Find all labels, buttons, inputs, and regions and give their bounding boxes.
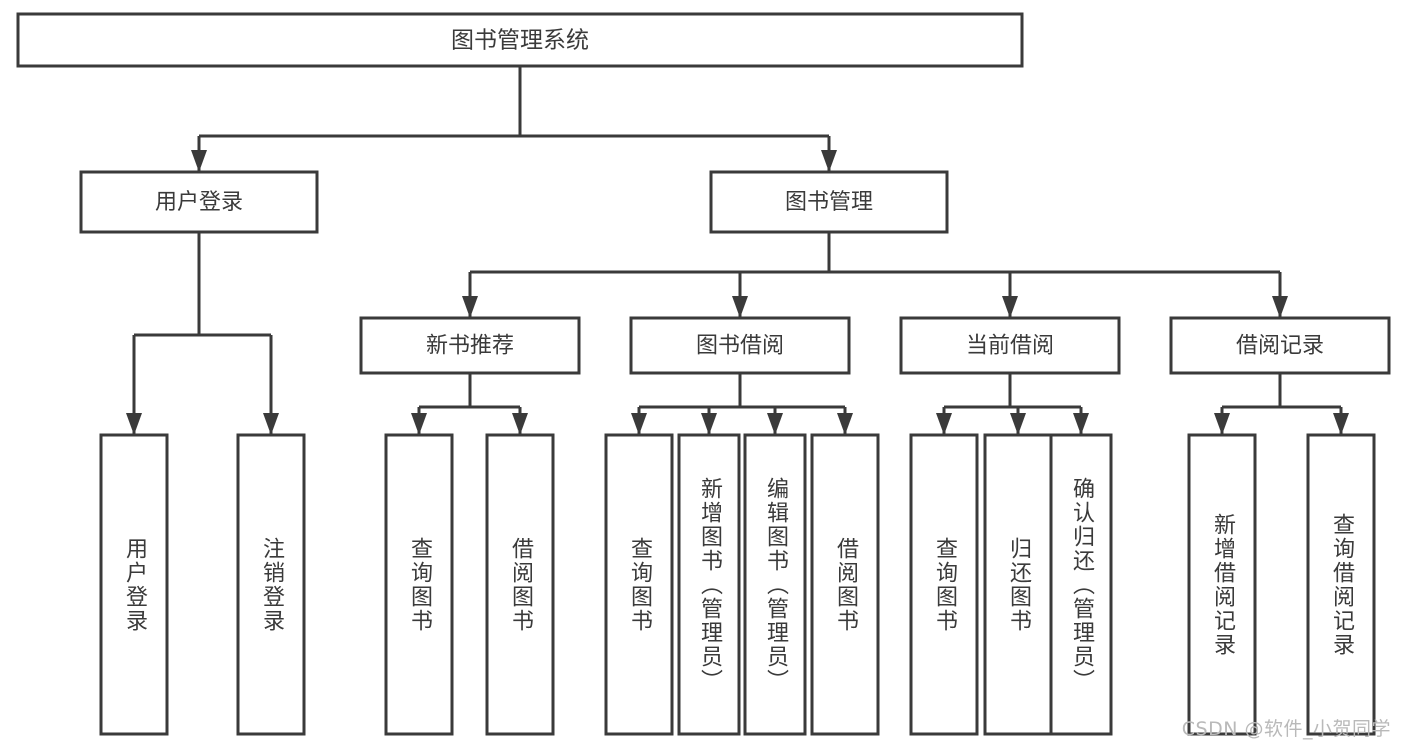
bookmgmt-arrow-2 bbox=[1002, 296, 1018, 318]
node-level2-label-1: 图书借阅 bbox=[696, 334, 784, 359]
node-leaf-4[interactable] bbox=[604, 433, 674, 736]
l2-1-arrow-3 bbox=[837, 413, 853, 435]
l2-2-arrow-1 bbox=[1010, 413, 1026, 435]
node-leaf-1[interactable] bbox=[236, 433, 306, 736]
root-arrow-1 bbox=[821, 150, 837, 172]
node-level1-0[interactable] bbox=[79, 170, 319, 234]
node-level2-3[interactable] bbox=[1169, 316, 1391, 375]
l2-1-arrow-2 bbox=[767, 413, 783, 435]
node-level1-label-0: 用户登录 bbox=[155, 190, 243, 215]
node-leaf-12[interactable] bbox=[1306, 433, 1376, 736]
node-leaf-7[interactable] bbox=[810, 433, 880, 736]
node-leaf-2[interactable] bbox=[384, 433, 454, 736]
node-root-图书管理系统[interactable] bbox=[16, 12, 1024, 68]
node-level2-0[interactable] bbox=[359, 316, 581, 375]
node-level2-label-3: 借阅记录 bbox=[1236, 334, 1324, 359]
userlogin-arrow-0 bbox=[126, 413, 142, 435]
l2-2-arrow-0 bbox=[936, 413, 952, 435]
node-leaf-5[interactable] bbox=[677, 433, 741, 736]
node-leaf-10[interactable] bbox=[1049, 433, 1113, 736]
l2-2-arrow-2 bbox=[1073, 413, 1089, 435]
node-level2-label-2: 当前借阅 bbox=[966, 334, 1054, 359]
l2-0-arrow-1 bbox=[512, 413, 528, 435]
node-leaf-11[interactable] bbox=[1187, 433, 1257, 736]
bookmgmt-arrow-3 bbox=[1272, 296, 1288, 318]
l2-0-arrow-0 bbox=[411, 413, 427, 435]
l2-3-arrow-0 bbox=[1214, 413, 1230, 435]
node-level2-2[interactable] bbox=[899, 316, 1121, 375]
l2-1-arrow-1 bbox=[701, 413, 717, 435]
node-root-label: 图书管理系统 bbox=[451, 28, 589, 54]
node-level2-label-0: 新书推荐 bbox=[426, 334, 514, 359]
watermark-text: CSDN @软件_小贺同学 bbox=[1181, 718, 1391, 740]
node-level2-1[interactable] bbox=[629, 316, 851, 375]
node-leaf-8[interactable] bbox=[909, 433, 979, 736]
bookmgmt-arrow-0 bbox=[462, 296, 478, 318]
boxes-layer bbox=[16, 12, 1391, 736]
userlogin-arrow-1 bbox=[263, 413, 279, 435]
node-leaf-0[interactable] bbox=[99, 433, 169, 736]
node-level1-label-1: 图书管理 bbox=[785, 190, 873, 215]
node-leaf-3[interactable] bbox=[485, 433, 555, 736]
l2-3-arrow-1 bbox=[1333, 413, 1349, 435]
root-arrow-0 bbox=[191, 150, 207, 172]
l2-1-arrow-0 bbox=[631, 413, 647, 435]
connectors-layer bbox=[126, 66, 1349, 435]
bookmgmt-arrow-1 bbox=[732, 296, 748, 318]
node-level1-1[interactable] bbox=[709, 170, 949, 234]
node-leaf-6[interactable] bbox=[743, 433, 807, 736]
node-leaf-9[interactable] bbox=[983, 433, 1053, 736]
